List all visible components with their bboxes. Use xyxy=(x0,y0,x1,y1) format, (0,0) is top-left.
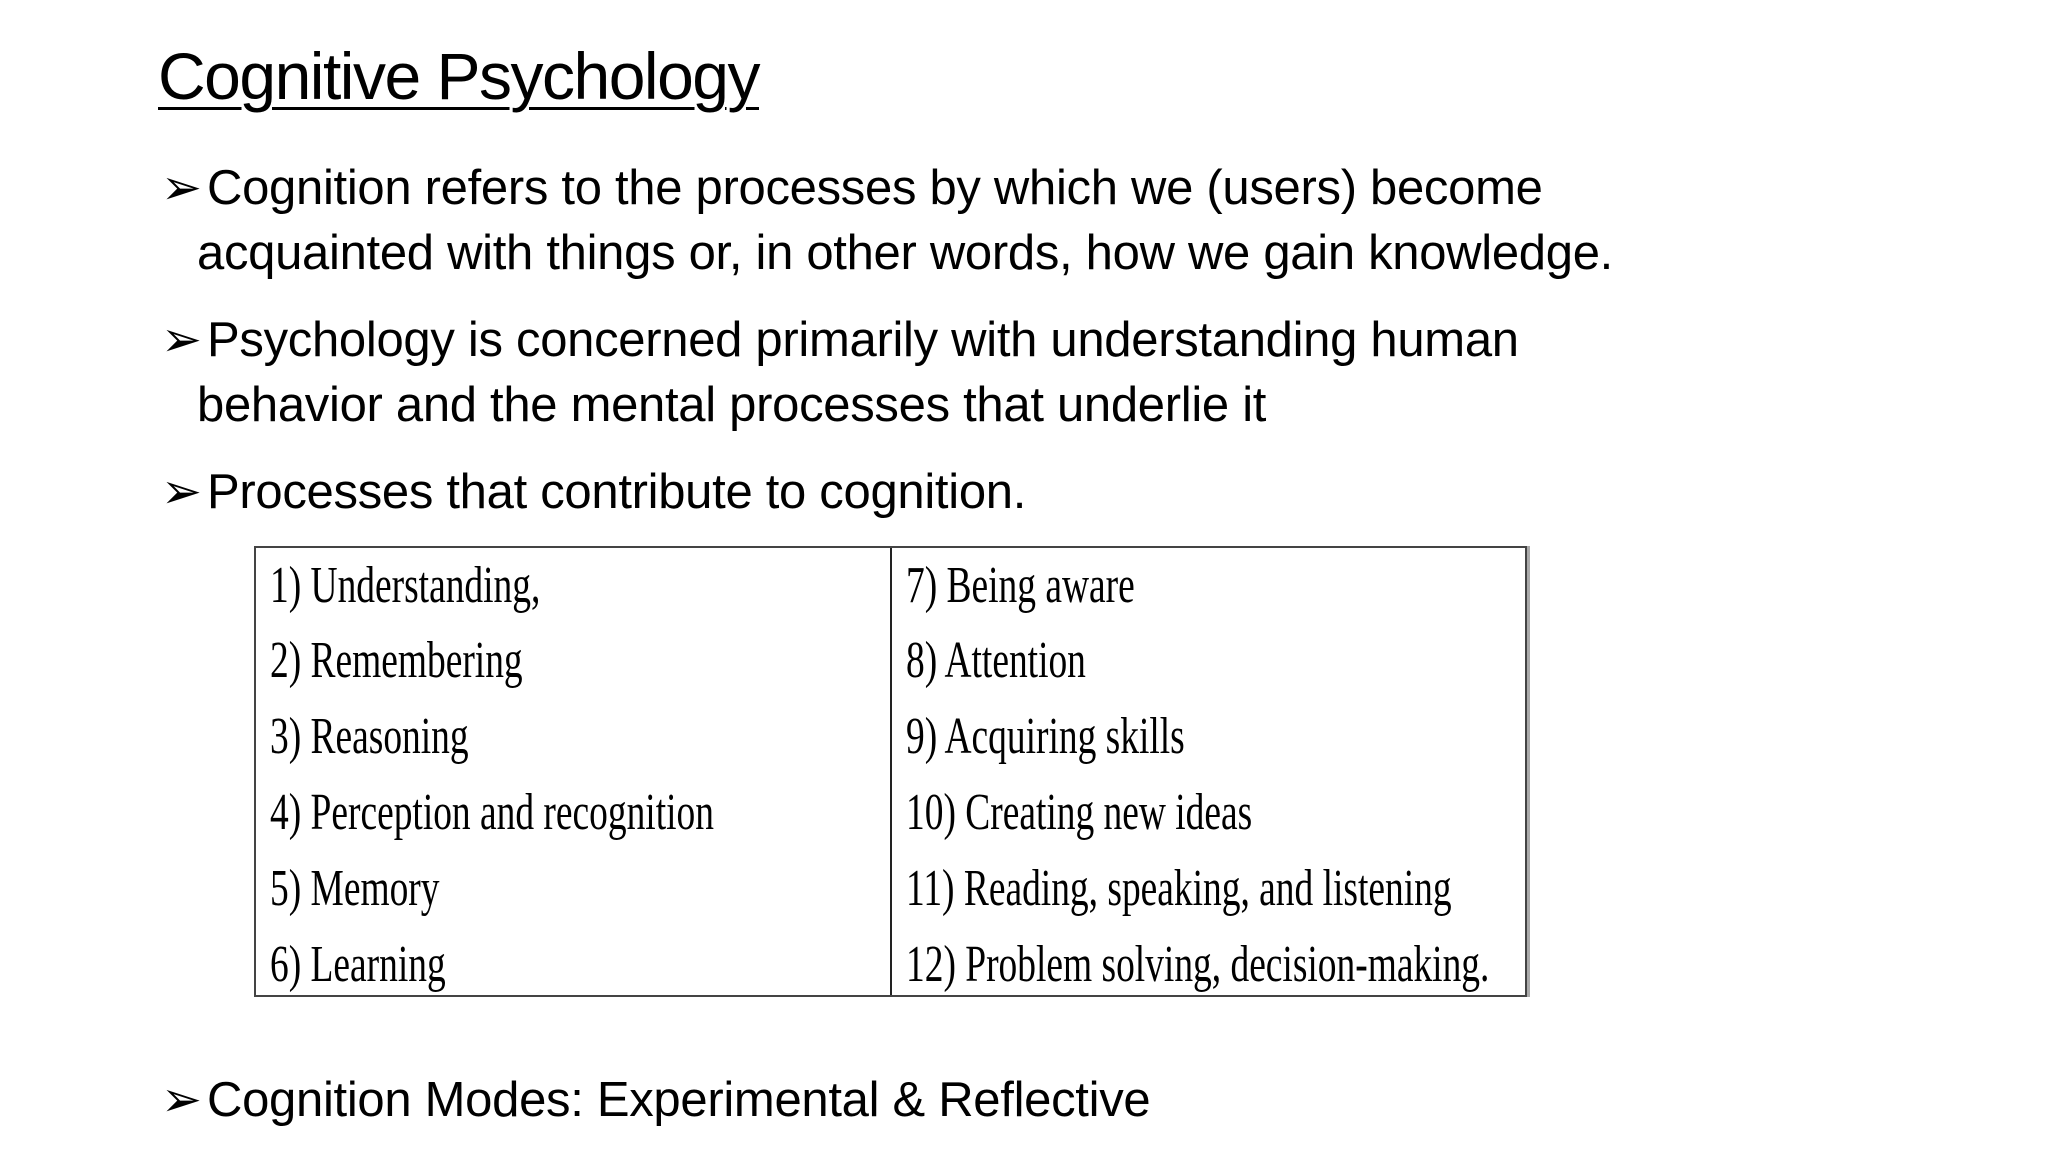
process-item: 2) Remembering xyxy=(270,632,523,689)
bullet-text: Cognition refers to the processes by whi… xyxy=(207,161,1543,215)
bullet-text-continued: acquainted with things or, in other word… xyxy=(197,226,1613,280)
process-item: 8) Attention xyxy=(906,632,1086,689)
processes-column-left: 1) Understanding, 2) Remembering 3) Reas… xyxy=(256,548,892,995)
process-item: 12) Problem solving, decision-making. xyxy=(906,936,1490,993)
arrowhead-bullet-icon: ➢ xyxy=(161,1073,202,1127)
bullet-text: Processes that contribute to cognition. xyxy=(207,465,1027,519)
process-item: 3) Reasoning xyxy=(270,708,469,765)
processes-column-right: 7) Being aware 8) Attention 9) Acquiring… xyxy=(892,548,1525,995)
slide-title: Cognitive Psychology xyxy=(158,39,761,113)
process-item: 7) Being aware xyxy=(906,557,1135,614)
process-item: 11) Reading, speaking, and listening xyxy=(906,860,1452,917)
bullet-text: Psychology is concerned primarily with u… xyxy=(207,313,1519,367)
bullet-processes: ➢Processes that contribute to cognition. xyxy=(161,460,1026,525)
processes-table: 1) Understanding, 2) Remembering 3) Reas… xyxy=(254,546,1527,997)
process-item: 1) Understanding, xyxy=(270,557,541,614)
bullet-text: Cognition Modes: Experimental & Reflecti… xyxy=(207,1073,1151,1127)
process-item: 5) Memory xyxy=(270,860,440,917)
arrowhead-bullet-icon: ➢ xyxy=(161,313,202,367)
arrowhead-bullet-icon: ➢ xyxy=(161,465,202,519)
process-item: 9) Acquiring skills xyxy=(906,708,1185,765)
process-item: 4) Perception and recognition xyxy=(270,784,714,841)
bullet-cognition-modes: ➢Cognition Modes: Experimental & Reflect… xyxy=(161,1068,1151,1133)
process-item: 6) Learning xyxy=(270,936,446,993)
arrowhead-bullet-icon: ➢ xyxy=(161,161,202,215)
bullet-cognition-definition: ➢Cognition refers to the processes by wh… xyxy=(161,156,1613,286)
process-item: 10) Creating new ideas xyxy=(906,784,1253,841)
bullet-text-continued: behavior and the mental processes that u… xyxy=(197,378,1267,432)
bullet-psychology-definition: ➢Psychology is concerned primarily with … xyxy=(161,308,1519,438)
